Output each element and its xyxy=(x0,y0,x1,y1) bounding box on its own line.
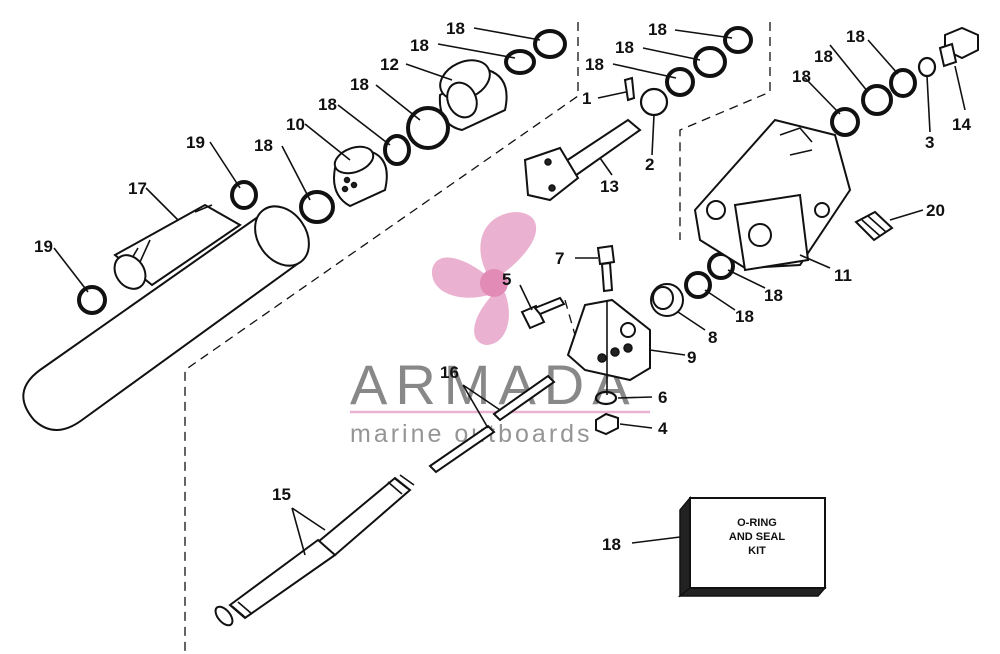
part-1-pin xyxy=(623,76,636,102)
o-ring-18-a xyxy=(299,190,335,224)
callout-18: 18 xyxy=(318,95,337,114)
callout-17: 17 xyxy=(128,179,147,198)
part-10-piston xyxy=(333,145,388,208)
o-ring-18-c xyxy=(406,106,450,150)
leader-lines xyxy=(53,27,966,556)
callout-7: 7 xyxy=(555,249,564,268)
callout-18: 18 xyxy=(254,136,273,155)
callout-18: 18 xyxy=(585,55,604,74)
callout-18-kit: 18 xyxy=(602,535,621,554)
part-9-bracket xyxy=(566,298,651,382)
part-12-end-cap xyxy=(438,59,508,132)
o-ring-18-b xyxy=(383,134,411,166)
o-ring-19-a xyxy=(230,180,258,210)
callout-18: 18 xyxy=(410,36,429,55)
callout-13: 13 xyxy=(600,177,619,196)
o-ring-18-k xyxy=(889,68,917,98)
callout-1: 1 xyxy=(582,89,591,108)
propeller-logo xyxy=(431,212,537,345)
o-ring-3 xyxy=(917,56,937,78)
part-6-washer xyxy=(594,390,618,406)
callout-18: 18 xyxy=(350,75,369,94)
callout-18: 18 xyxy=(846,27,865,46)
kit-label-line3: KIT xyxy=(748,545,766,557)
o-ring-18-i xyxy=(830,107,860,137)
callout-16: 16 xyxy=(440,363,459,382)
o-ring-18-e xyxy=(533,29,567,59)
callout-6: 6 xyxy=(658,388,667,407)
part-17-cylinder-tube xyxy=(22,203,310,431)
callout-20: 20 xyxy=(926,201,945,220)
callout-4: 4 xyxy=(658,419,668,438)
callout-19: 19 xyxy=(186,133,205,152)
part-7-bolt xyxy=(596,244,616,293)
o-rings xyxy=(77,26,937,315)
part-16-push-rods xyxy=(428,374,556,474)
o-ring-18-d xyxy=(504,49,536,75)
callout-18: 18 xyxy=(764,286,783,305)
o-ring-18-f xyxy=(665,67,695,97)
callout-18: 18 xyxy=(615,38,634,57)
callout-11: 11 xyxy=(834,266,852,285)
callout-14: 14 xyxy=(952,115,971,134)
seal-kit-box: O-RING AND SEAL KIT xyxy=(677,495,827,598)
o-ring-18-j xyxy=(861,84,893,116)
callout-5: 5 xyxy=(502,270,511,289)
callout-15: 15 xyxy=(272,485,291,504)
callout-9: 9 xyxy=(687,348,696,367)
callout-18: 18 xyxy=(446,19,465,38)
o-ring-18-g xyxy=(693,46,727,78)
part-13-valve-spool xyxy=(523,118,642,202)
part-14-fitting xyxy=(938,26,979,68)
callout-2: 2 xyxy=(645,155,654,174)
callout-19: 19 xyxy=(34,237,53,256)
part-11-valve-body xyxy=(693,118,852,272)
o-ring-18-h xyxy=(723,26,753,54)
kit-label-line2: AND SEAL xyxy=(729,531,786,543)
part-15-piston-rod xyxy=(214,474,415,627)
part-5-bolt xyxy=(520,296,566,330)
callout-18: 18 xyxy=(814,47,833,66)
o-ring-19-b xyxy=(77,285,107,315)
part-20-fitting xyxy=(854,210,894,242)
callout-12: 12 xyxy=(380,55,399,74)
callout-18: 18 xyxy=(735,307,754,326)
callout-8: 8 xyxy=(708,328,717,347)
callout-10: 10 xyxy=(286,115,305,134)
o-ring-2 xyxy=(639,87,669,117)
o-ring-18-l xyxy=(684,271,712,299)
part-8-nut xyxy=(650,283,684,317)
callout-numbers: 18 18 12 18 18 10 18 19 17 19 18 18 18 1… xyxy=(34,19,971,554)
callout-18: 18 xyxy=(648,20,667,39)
callout-3: 3 xyxy=(925,133,934,152)
callout-18: 18 xyxy=(792,67,811,86)
kit-label-line1: O-RING xyxy=(737,517,777,529)
part-4-nut xyxy=(595,412,619,436)
